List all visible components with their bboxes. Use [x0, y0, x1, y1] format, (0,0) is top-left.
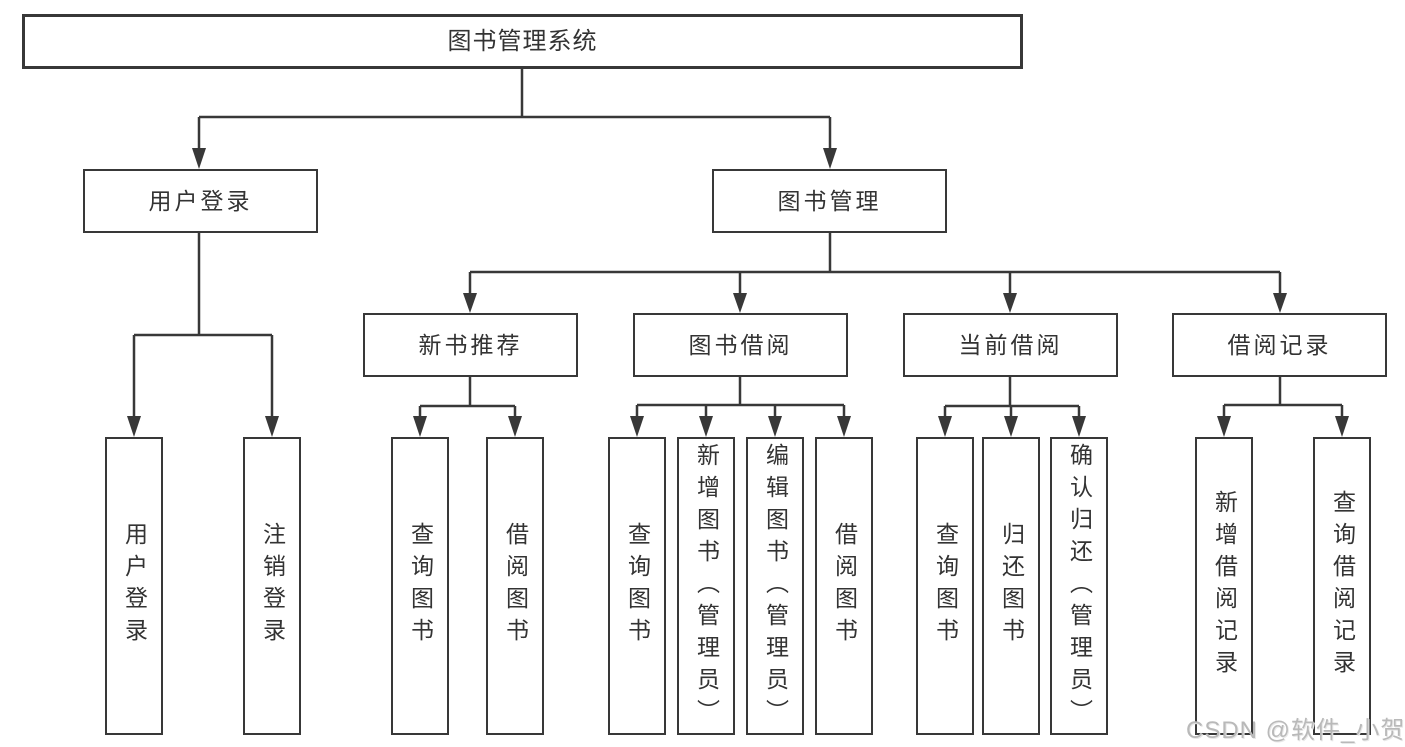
leaf-edit-book-admin: 编辑图书（管理员）	[746, 437, 804, 735]
leaf-query-books-current: 查询图书	[916, 437, 974, 735]
leaf-label: 查询借阅记录	[1329, 490, 1356, 682]
leaf-query-borrow-record: 查询借阅记录	[1313, 437, 1371, 735]
node-label: 图书借阅	[688, 331, 793, 358]
node-book-borrowing: 图书借阅	[633, 313, 848, 377]
leaf-add-book-admin: 新增图书（管理员）	[677, 437, 735, 735]
node-label: 新书推荐	[418, 331, 523, 358]
leaf-confirm-return-admin: 确认归还（管理员）	[1050, 437, 1108, 735]
leaf-label: 新增借阅记录	[1211, 490, 1238, 682]
leaf-borrow-books-borrowing: 借阅图书	[815, 437, 873, 735]
node-label: 当前借阅	[958, 331, 1063, 358]
leaf-query-books-recommend: 查询图书	[391, 437, 449, 735]
leaf-query-books-borrowing: 查询图书	[608, 437, 666, 735]
leaf-label: 编辑图书（管理员）	[762, 443, 789, 731]
leaf-label: 确认归还（管理员）	[1066, 443, 1093, 731]
leaf-label: 查询图书	[624, 522, 651, 650]
leaf-label: 归还图书	[998, 522, 1025, 650]
leaf-return-book: 归还图书	[982, 437, 1040, 735]
node-current-borrowing: 当前借阅	[903, 313, 1118, 377]
node-label: 图书管理	[777, 187, 882, 214]
leaf-label: 借阅图书	[502, 522, 529, 650]
leaf-label: 新增图书（管理员）	[693, 443, 720, 731]
leaf-user-login: 用户登录	[105, 437, 163, 735]
leaf-label: 用户登录	[121, 522, 148, 650]
node-borrowing-records: 借阅记录	[1172, 313, 1387, 377]
node-label: 图书管理系统	[447, 27, 598, 55]
node-new-book-recommendation: 新书推荐	[363, 313, 578, 377]
leaf-borrow-books-recommend: 借阅图书	[486, 437, 544, 735]
node-user-login: 用户登录	[83, 169, 318, 233]
node-label: 用户登录	[148, 187, 253, 214]
csdn-watermark: CSDN @软件_小贺同学	[1186, 717, 1405, 744]
leaf-label: 注销登录	[259, 522, 286, 650]
leaf-add-borrow-record: 新增借阅记录	[1195, 437, 1253, 735]
leaf-label: 查询图书	[407, 522, 434, 650]
leaf-logout: 注销登录	[243, 437, 301, 735]
leaf-label: 借阅图书	[831, 522, 858, 650]
leaf-label: 查询图书	[932, 522, 959, 650]
node-library-management-system: 图书管理系统	[22, 14, 1023, 69]
node-label: 借阅记录	[1227, 331, 1332, 358]
node-book-management: 图书管理	[712, 169, 947, 233]
